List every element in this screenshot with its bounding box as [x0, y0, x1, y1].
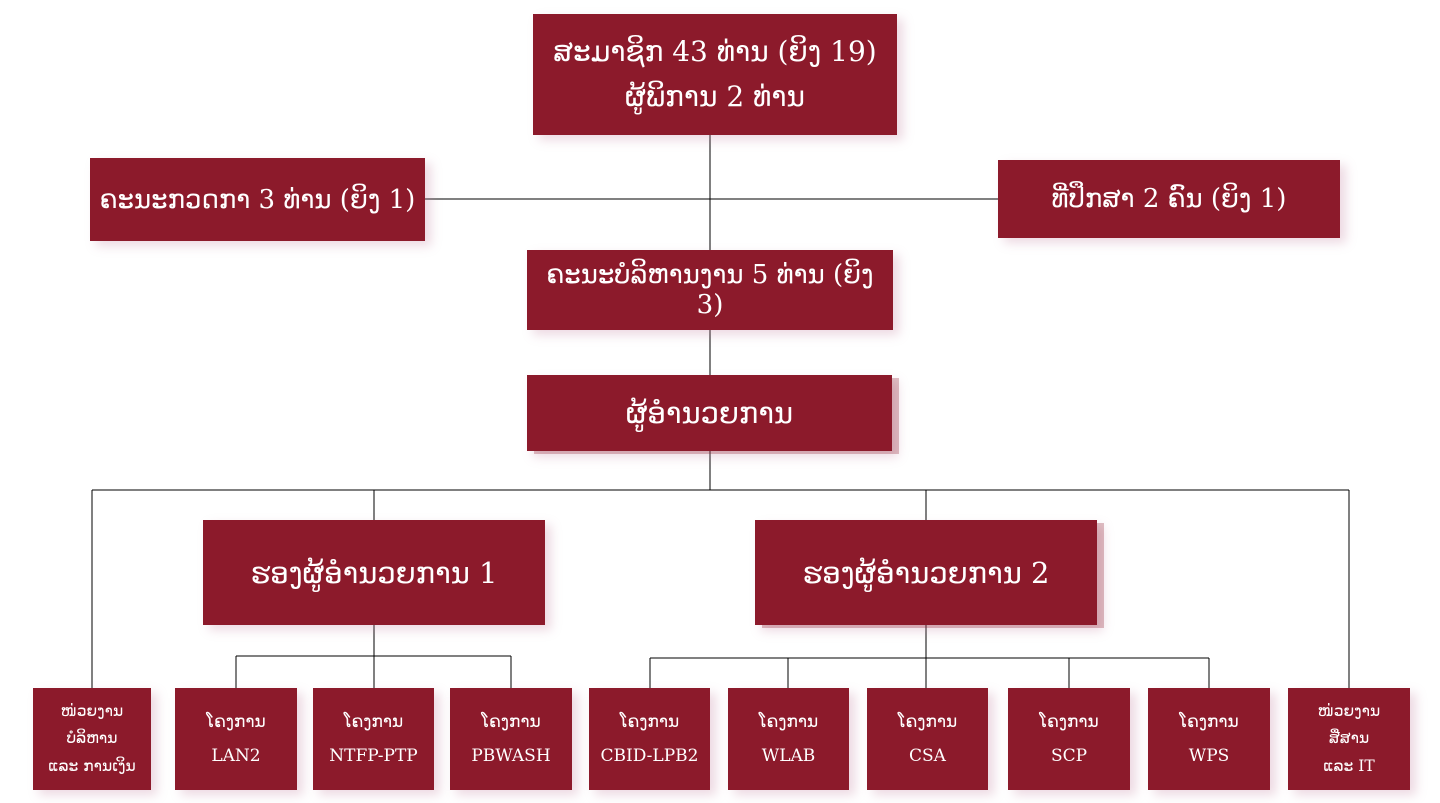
unit-line: ບໍລິຫານ [66, 729, 118, 748]
members-line2: ຜູ້ພິການ 2 ທ່ານ [625, 79, 805, 113]
node-unit-admin-finance: ໜ່ວຍງານ ບໍລິຫານ ແລະ ການເງິນ [33, 688, 151, 790]
project-label: ໂຄງການ [619, 712, 680, 732]
node-project-scp: ໂຄງການ SCP [1008, 688, 1130, 790]
deputy1-label: ຮອງຜູ້ອຳນວຍການ 1 [250, 555, 498, 590]
project-label: ໂຄງການ [206, 712, 266, 732]
node-director: ຜູ້ອຳນວຍການ [527, 375, 892, 451]
node-project-lan2: ໂຄງການ LAN2 [175, 688, 297, 790]
node-project-csa: ໂຄງການ CSA [867, 688, 988, 790]
unit-line: ໜ່ວຍງານ [1317, 702, 1381, 721]
project-label: ໂຄງການ [1179, 712, 1239, 732]
node-project-wlab: ໂຄງການ WLAB [728, 688, 849, 790]
project-label: ໂຄງການ [1039, 712, 1099, 732]
project-code: WPS [1188, 746, 1230, 766]
project-code: LAN2 [211, 746, 261, 766]
project-code: PBWASH [471, 746, 551, 766]
node-deputy-director-1: ຮອງຜູ້ອຳນວຍການ 1 [203, 520, 545, 625]
project-label: ໂຄງການ [481, 712, 541, 732]
node-project-pbwash: ໂຄງການ PBWASH [450, 688, 572, 790]
node-advisors: ທີ່ປຶກສາ 2 ຄົນ (ຍິງ 1) [998, 160, 1340, 238]
deputy2-label: ຮອງຜູ້ອຳນວຍການ 2 [802, 555, 1050, 590]
unit-line: ສື່ສານ [1328, 729, 1370, 748]
unit-line: ແລະ IT [1323, 756, 1375, 775]
node-project-cbid-lpb2: ໂຄງການ CBID-LPB2 [589, 688, 710, 790]
project-label: ໂຄງການ [343, 712, 404, 732]
unit-line: ແລະ ການເງິນ [48, 756, 136, 775]
project-code: NTFP-PTP [329, 746, 418, 766]
node-project-ntfp-ptp: ໂຄງການ NTFP-PTP [313, 688, 434, 790]
node-deputy-director-2: ຮອງຜູ້ອຳນວຍການ 2 [755, 520, 1097, 625]
project-code: SCP [1050, 746, 1088, 766]
inspection-label: ຄະນະກວດກາ 3 ທ່ານ (ຍິງ 1) [99, 184, 416, 215]
node-unit-communication-it: ໜ່ວຍງານ ສື່ສານ ແລະ IT [1288, 688, 1410, 790]
project-label: ໂຄງການ [758, 712, 819, 732]
node-management-board: ຄະນະບໍລິຫານງານ 5 ທ່ານ (ຍິງ 3) [527, 250, 893, 330]
unit-line: ໜ່ວຍງານ [60, 702, 124, 721]
project-code: CBID-LPB2 [600, 746, 699, 766]
members-line1: ສະມາຊິກ 43 ທ່ານ (ຍິງ 19) [553, 34, 877, 68]
node-project-wps: ໂຄງການ WPS [1148, 688, 1270, 790]
node-members: ສະມາຊິກ 43 ທ່ານ (ຍິງ 19) ຜູ້ພິການ 2 ທ່ານ [533, 14, 897, 135]
project-label: ໂຄງການ [897, 712, 958, 732]
node-inspection-committee: ຄະນະກວດກາ 3 ທ່ານ (ຍິງ 1) [90, 158, 425, 241]
director-label: ຜູ້ອຳນວຍການ [625, 396, 794, 430]
advisors-label: ທີ່ປຶກສາ 2 ຄົນ (ຍິງ 1) [1051, 184, 1287, 214]
board-label: ຄະນະບໍລິຫານງານ 5 ທ່ານ (ຍິງ 3) [546, 260, 874, 320]
project-code: WLAB [761, 746, 816, 766]
project-code: CSA [909, 746, 946, 766]
